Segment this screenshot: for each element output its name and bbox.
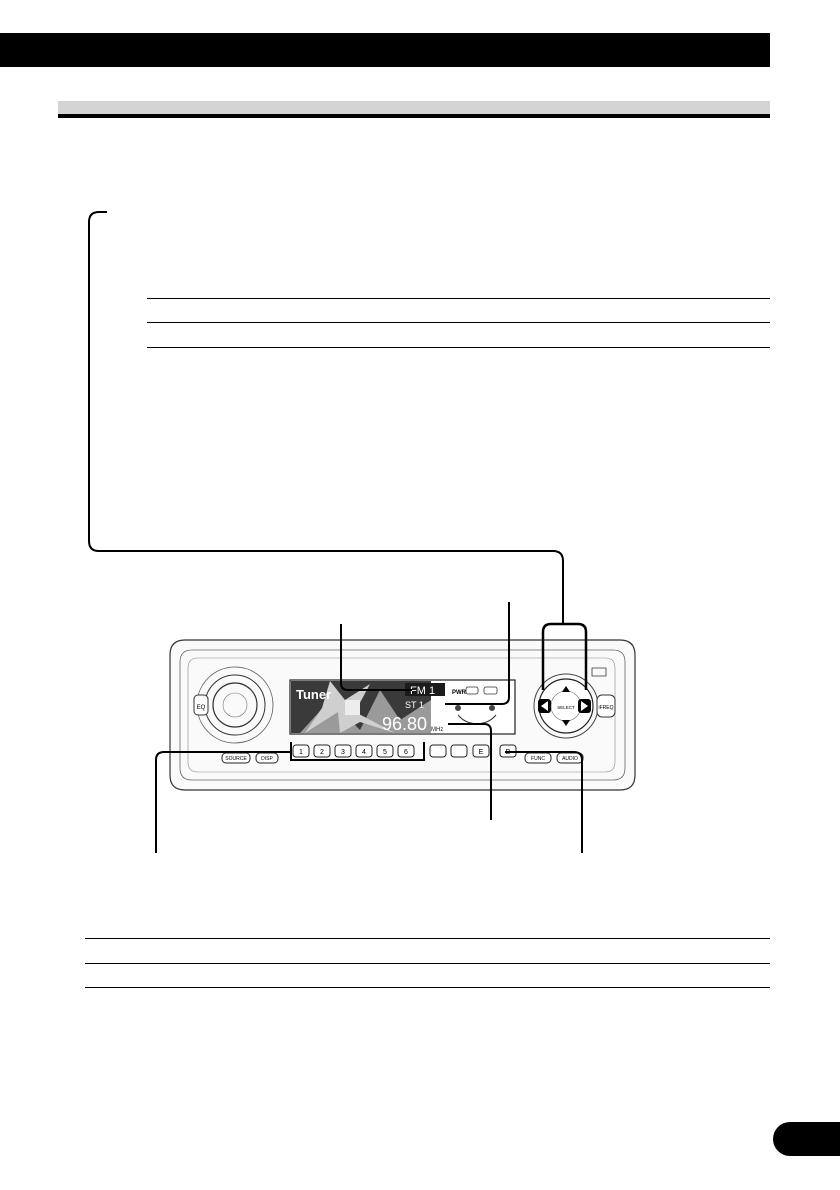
callout-preset-buttons <box>155 751 291 853</box>
preset-4-label: 4 <box>362 749 366 756</box>
callout-frequency-display <box>448 723 492 820</box>
preset-button-row: 1 2 3 4 5 6 E B <box>292 744 517 758</box>
display-band-text: FM 1 <box>410 685 435 697</box>
select-label: SELECT <box>557 705 575 710</box>
page-number-tab <box>773 1122 840 1156</box>
audio-label: AUDIO <box>562 756 578 762</box>
eq-label: EQ <box>197 705 206 711</box>
table-rule-5 <box>85 963 770 964</box>
select-joystick: SELECT <box>533 673 599 739</box>
table-rule-4 <box>85 938 770 939</box>
table-rule-6 <box>85 987 770 988</box>
source-label: SOURCE <box>225 756 247 762</box>
preset-6-label: 6 <box>404 749 408 756</box>
section-heading-rule <box>58 114 770 118</box>
callout-display-band <box>340 624 412 691</box>
display-stereo-text: ST 1 <box>405 700 424 710</box>
section-heading-bar <box>58 101 770 114</box>
ifreq-button <box>596 694 616 718</box>
display-freq-unit-text: MHz <box>431 727 443 733</box>
arrow-buttons-bracket <box>541 622 588 690</box>
disp-label: DISP <box>261 756 273 762</box>
preset-1-label: 1 <box>299 749 303 756</box>
eject-icon <box>591 667 607 677</box>
table-rule-3 <box>147 347 770 348</box>
callout-band-button <box>505 751 583 853</box>
preset-2-label: 2 <box>320 749 324 756</box>
table-rule-2 <box>147 322 770 323</box>
display-source-text: Tuner <box>296 687 331 702</box>
table-rule-1 <box>147 298 770 299</box>
func-label: FUNC <box>531 756 545 762</box>
display-frequency-text: 96.80 <box>382 714 427 734</box>
eq-button <box>193 694 209 716</box>
display-panel: Tuner FM 1 ST 1 96.80 MHz PWRFL <box>289 679 516 735</box>
preset-3-label: 3 <box>341 749 345 756</box>
display-pwrfl-text: PWRFL <box>452 690 474 696</box>
preset-5-label: 5 <box>383 749 387 756</box>
header-bar <box>0 33 770 67</box>
bracket-leader-line <box>88 211 564 625</box>
callout-frequency-indicator <box>445 602 510 705</box>
enter-label: E <box>479 749 484 756</box>
ifreq-label: iFREQ <box>599 705 614 711</box>
